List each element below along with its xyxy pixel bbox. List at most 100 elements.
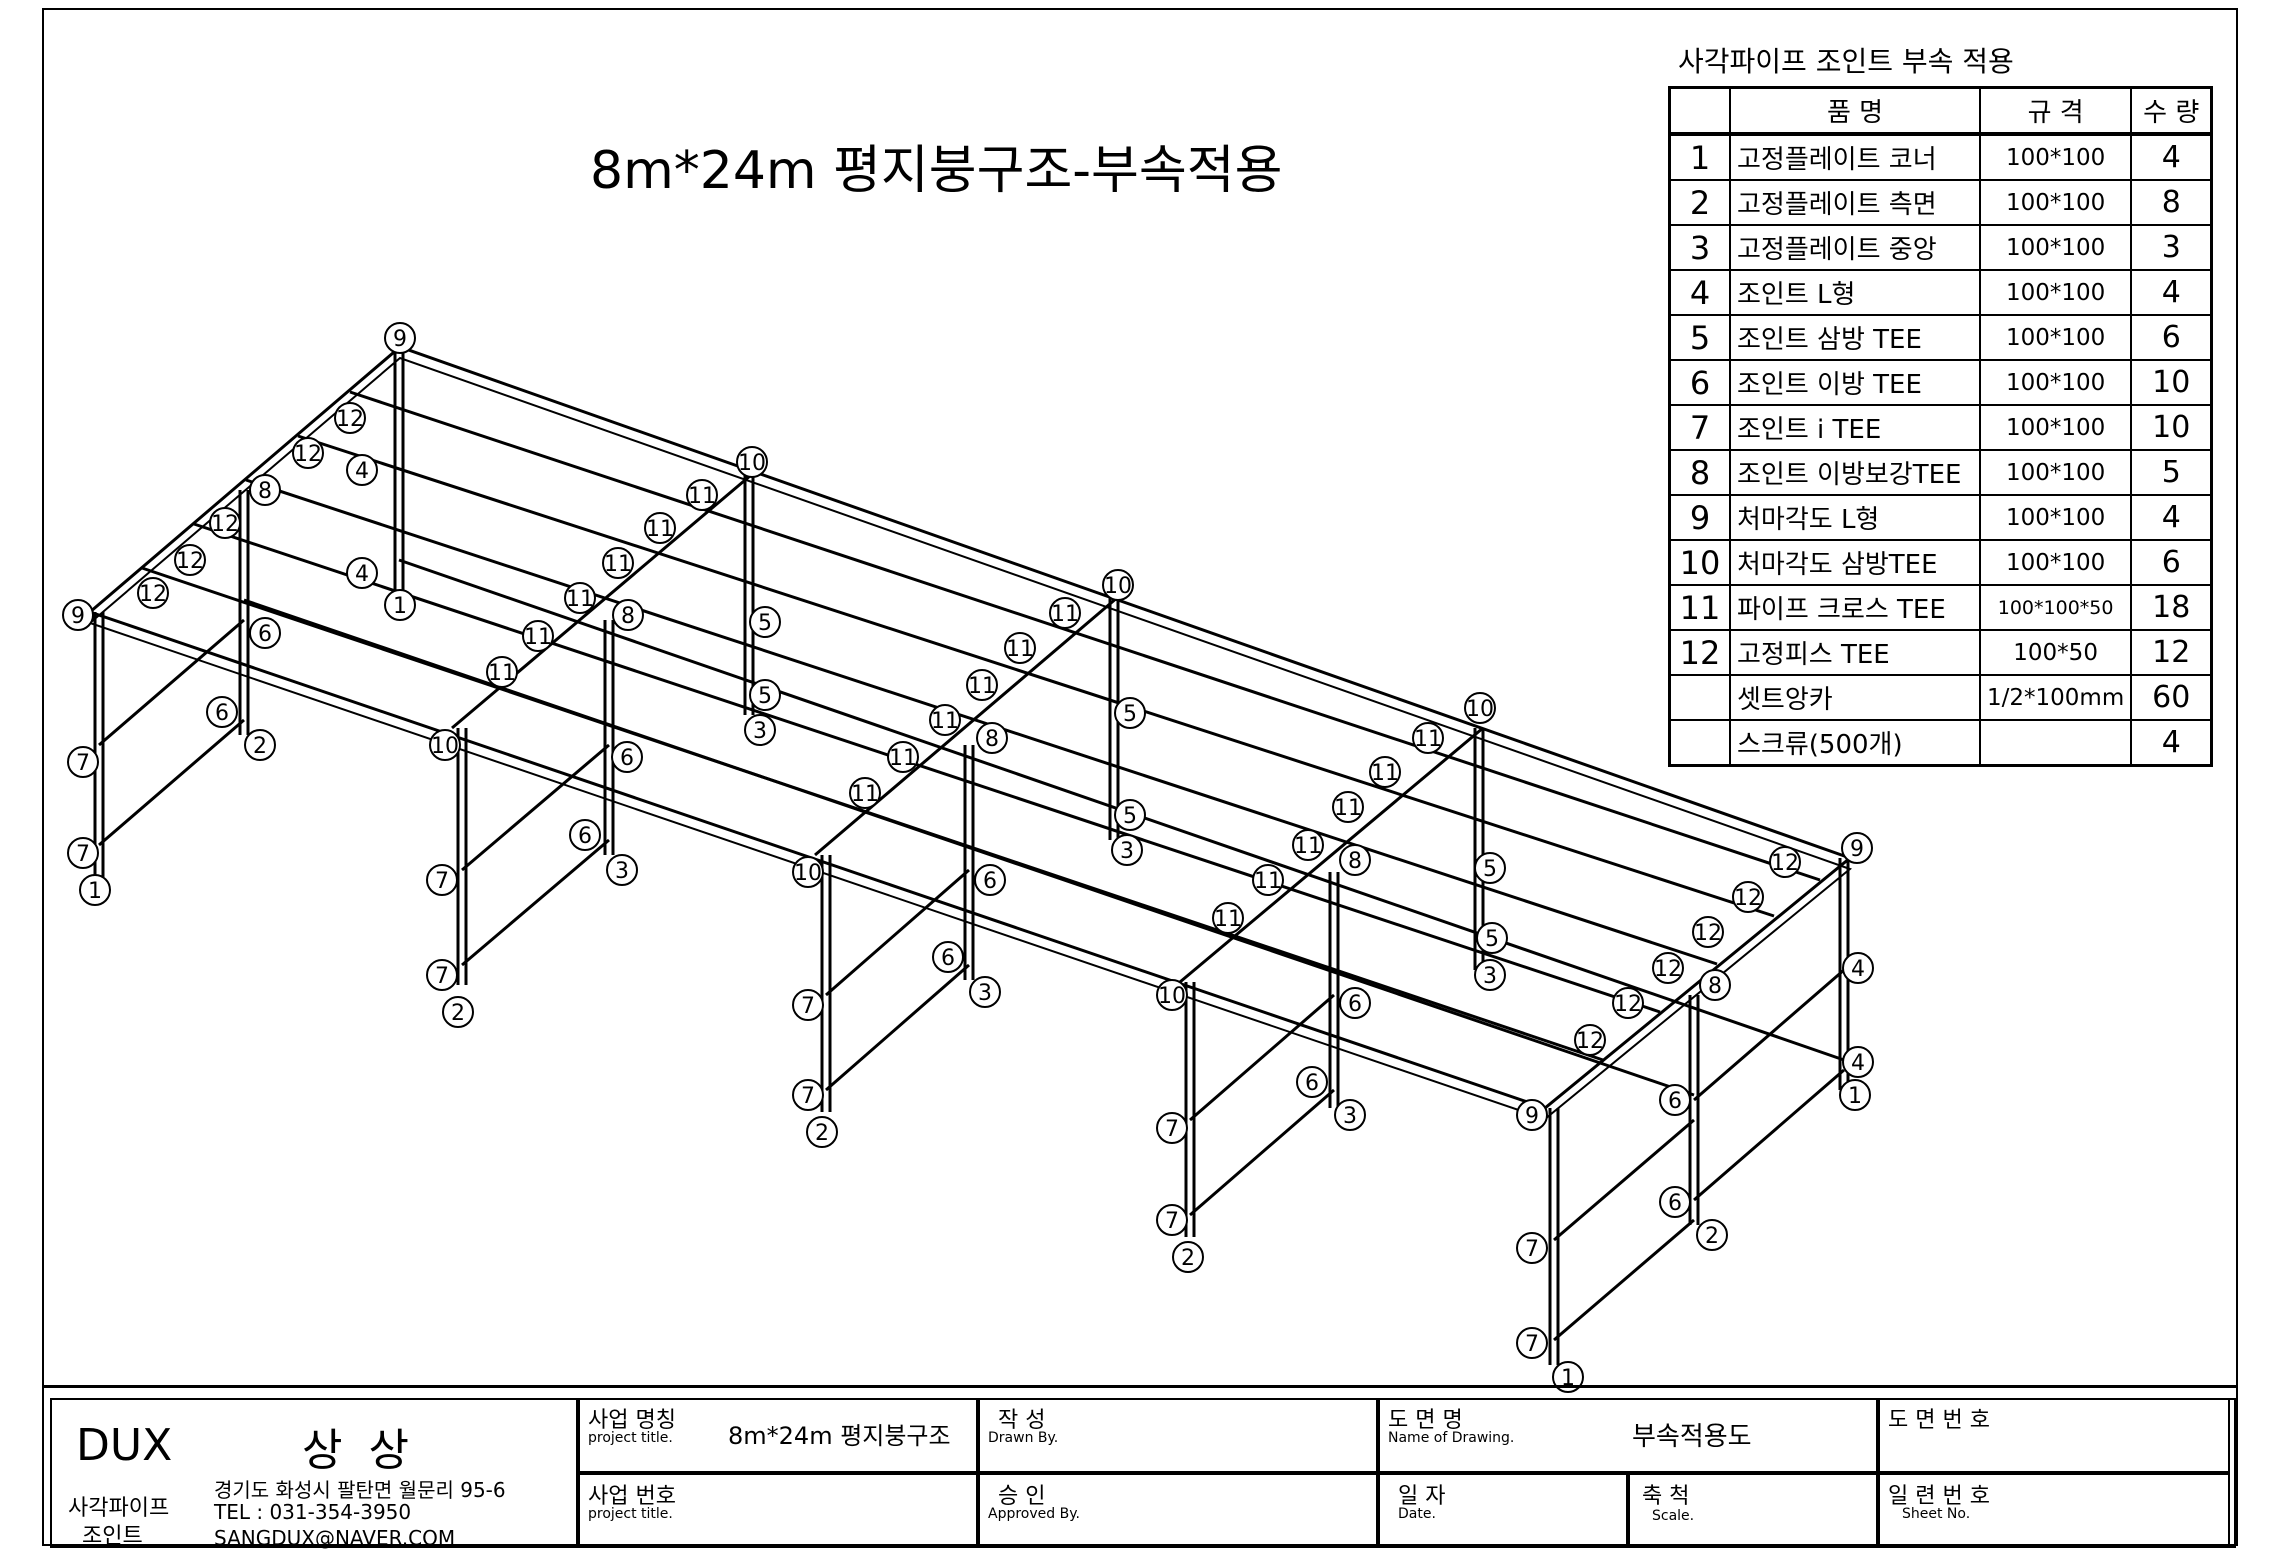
bom-header-row: 품 명 규 격 수 량 bbox=[1668, 86, 2213, 136]
callout-marker: 7 bbox=[792, 989, 824, 1021]
callout-label: 11 bbox=[1051, 602, 1079, 627]
callout-marker: 11 bbox=[686, 479, 718, 511]
callout-marker: 7 bbox=[426, 959, 458, 991]
callout-label: 11 bbox=[851, 782, 879, 807]
bom-qty: 10 bbox=[2130, 404, 2213, 451]
drawing-no-label: 도 면 번 호 bbox=[1888, 1408, 1990, 1433]
callout-label: 11 bbox=[1214, 907, 1242, 932]
bom-no: 11 bbox=[1668, 584, 1731, 631]
callout-label: 12 bbox=[1614, 992, 1642, 1017]
callout-marker: 6 bbox=[974, 864, 1006, 896]
callout-marker: 8 bbox=[976, 722, 1008, 754]
callout-label: 12 bbox=[139, 582, 167, 607]
bom-no: 7 bbox=[1668, 404, 1731, 451]
bom-qty: 8 bbox=[2130, 179, 2213, 226]
callout-label: 10 bbox=[1466, 697, 1494, 722]
callout-marker: 7 bbox=[1156, 1112, 1188, 1144]
callout-label: 3 bbox=[1483, 964, 1497, 989]
callout-marker: 10 bbox=[429, 729, 461, 761]
callout-marker: 11 bbox=[1004, 632, 1036, 664]
drawing-name-label: 도 면 명 bbox=[1388, 1408, 1463, 1433]
callout-label: 12 bbox=[176, 549, 204, 574]
bom-row: 스크류(500개)4 bbox=[1668, 719, 2213, 767]
bom-no: 8 bbox=[1668, 449, 1731, 496]
callout-marker: 1 bbox=[79, 874, 111, 906]
callout-label: 1 bbox=[393, 594, 407, 619]
bom-caption: 사각파이프 조인트 부속 적용 bbox=[1678, 45, 2014, 78]
callout-marker: 2 bbox=[1172, 1241, 1204, 1273]
project-no-cell bbox=[578, 1473, 978, 1548]
bom-name: 스크류(500개) bbox=[1729, 719, 1981, 767]
callout-label: 11 bbox=[968, 674, 996, 699]
bom-qty: 18 bbox=[2130, 584, 2213, 631]
callout-marker: 11 bbox=[602, 547, 634, 579]
bom-header-spec: 규 격 bbox=[1978, 86, 2133, 136]
callout-marker: 6 bbox=[1296, 1066, 1328, 1098]
date-cell bbox=[1378, 1473, 1628, 1548]
callout-label: 4 bbox=[1851, 1051, 1865, 1076]
callout-marker: 3 bbox=[1474, 959, 1506, 991]
bom-spec: 100*100 bbox=[1978, 133, 2133, 181]
callout-marker: 6 bbox=[1659, 1186, 1691, 1218]
callout-marker: 10 bbox=[1156, 979, 1188, 1011]
callout-label: 6 bbox=[258, 622, 272, 647]
approved-sub: Approved By. bbox=[988, 1506, 1080, 1522]
callout-marker: 1 bbox=[1839, 1079, 1871, 1111]
callout-label: 6 bbox=[1348, 992, 1362, 1017]
callout-marker: 11 bbox=[1252, 864, 1284, 896]
callout-marker: 3 bbox=[969, 976, 1001, 1008]
bom-name: 조인트 삼방 TEE bbox=[1729, 314, 1981, 361]
bom-no bbox=[1668, 719, 1731, 767]
callout-marker: 11 bbox=[522, 620, 554, 652]
callout-marker: 10 bbox=[736, 446, 768, 478]
callout-marker: 12 bbox=[137, 577, 169, 609]
callout-marker: 2 bbox=[442, 996, 474, 1028]
callout-label: 12 bbox=[1694, 921, 1722, 946]
company-tel: TEL : 031-354-3950 bbox=[214, 1500, 412, 1524]
callout-marker: 5 bbox=[1476, 922, 1508, 954]
callout-marker: 6 bbox=[1659, 1084, 1691, 1116]
callout-marker: 6 bbox=[932, 941, 964, 973]
callout-label: 11 bbox=[688, 484, 716, 509]
callout-label: 10 bbox=[794, 861, 822, 886]
callout-label: 6 bbox=[215, 701, 229, 726]
callout-marker: 9 bbox=[1516, 1099, 1548, 1131]
callout-label: 11 bbox=[931, 709, 959, 734]
brace-rail bbox=[1189, 1088, 1335, 1217]
bom-qty: 5 bbox=[2130, 449, 2213, 496]
callout-marker: 3 bbox=[1334, 1099, 1366, 1131]
callout-marker: 11 bbox=[849, 777, 881, 809]
callout-label: 12 bbox=[1654, 957, 1682, 982]
project-name-value: 8m*24m 평지붕구조 bbox=[728, 1422, 951, 1450]
callout-marker: 3 bbox=[1111, 834, 1143, 866]
callout-label: 6 bbox=[1668, 1089, 1682, 1114]
callout-marker: 4 bbox=[1842, 952, 1874, 984]
callout-label: 7 bbox=[1165, 1117, 1179, 1142]
callout-label: 8 bbox=[258, 479, 272, 504]
brace-rail bbox=[825, 868, 970, 997]
bom-no: 12 bbox=[1668, 629, 1731, 676]
callout-label: 1 bbox=[1848, 1084, 1862, 1109]
drawing-name-value: 부속적용도 bbox=[1632, 1422, 1752, 1452]
callout-marker: 12 bbox=[334, 402, 366, 434]
callout-label: 11 bbox=[889, 746, 917, 771]
brace-rail bbox=[1553, 1118, 1695, 1242]
callout-marker: 5 bbox=[749, 679, 781, 711]
approved-cell bbox=[978, 1473, 1378, 1548]
bom-no: 6 bbox=[1668, 359, 1731, 406]
callout-label: 7 bbox=[1525, 1237, 1539, 1262]
bom-header-qty: 수 량 bbox=[2130, 86, 2213, 136]
bom-spec: 100*100 bbox=[1978, 494, 2133, 541]
bom-spec: 100*100 bbox=[1978, 269, 2133, 316]
callout-label: 6 bbox=[620, 746, 634, 771]
date-label: 일 자 bbox=[1398, 1484, 1446, 1509]
callout-label: 11 bbox=[1006, 637, 1034, 662]
callout-marker: 12 bbox=[1692, 916, 1724, 948]
bom-spec: 100*100*50 bbox=[1978, 584, 2133, 631]
